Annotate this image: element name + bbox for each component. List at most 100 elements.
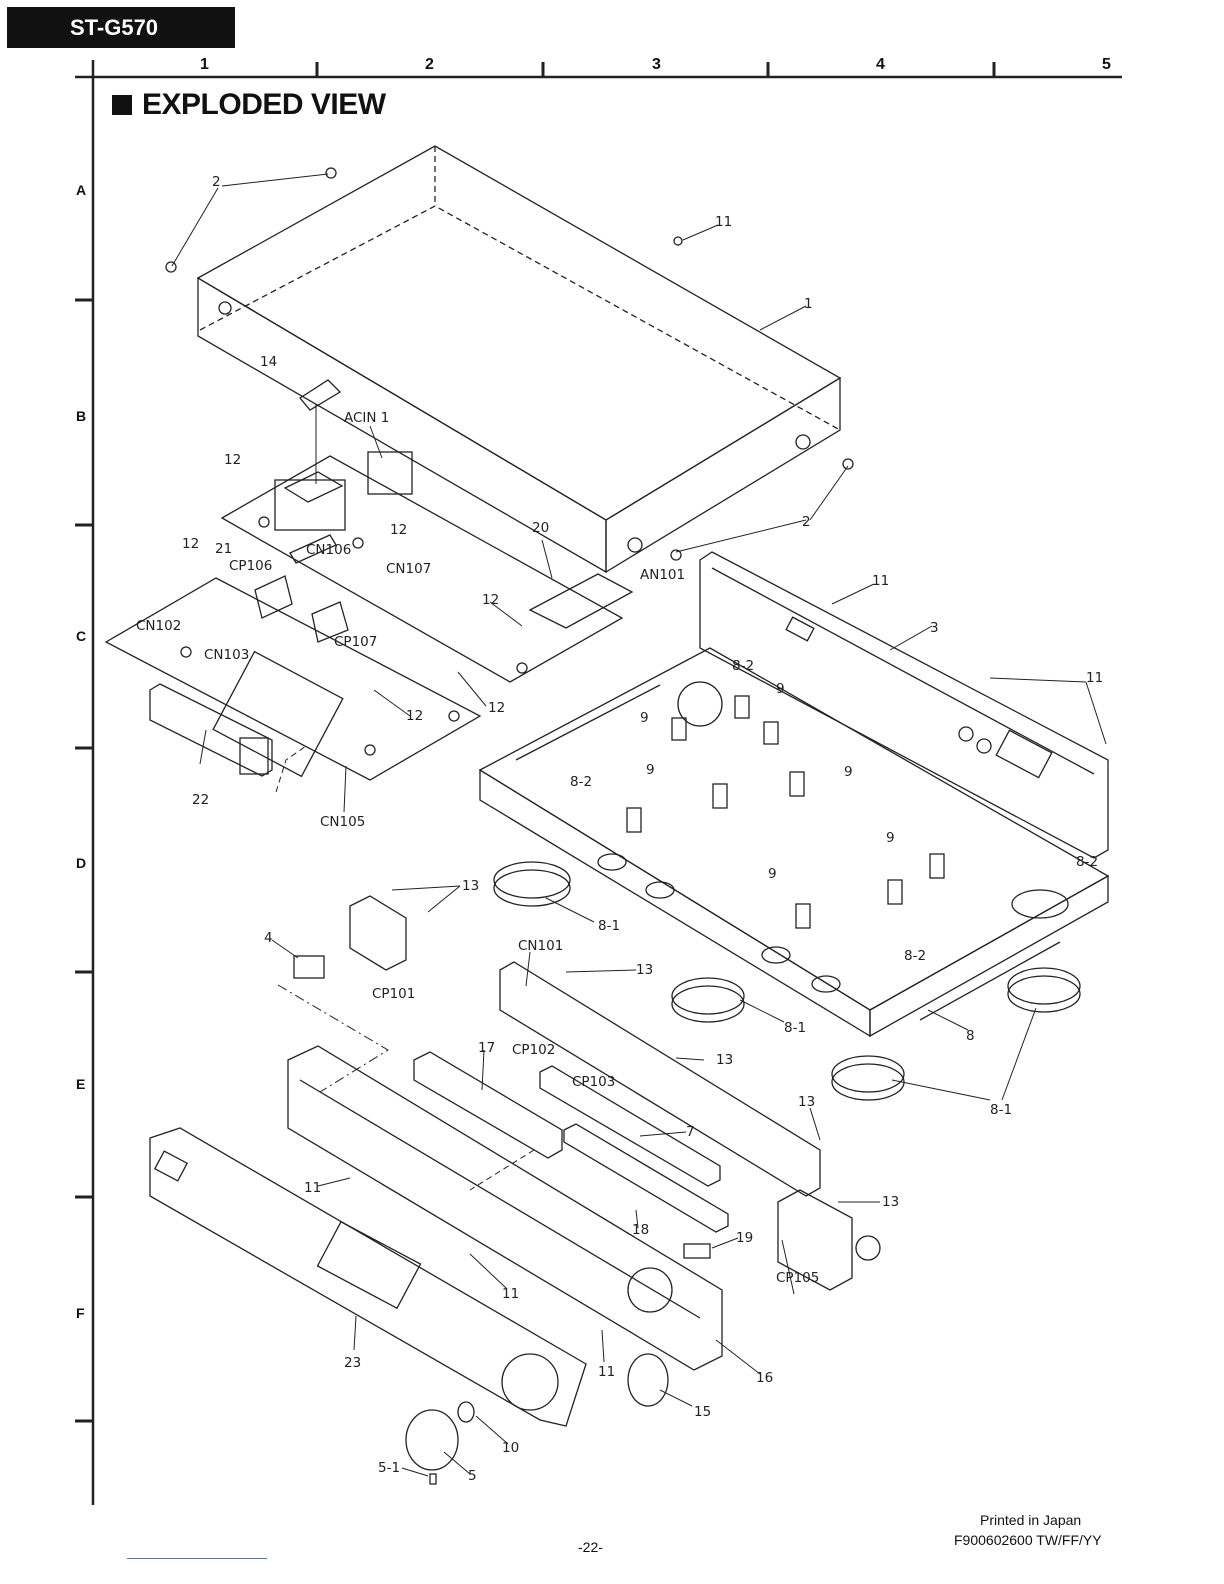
section-title: EXPLODED VIEW <box>112 88 386 122</box>
label-cp102: CP102 <box>512 1042 555 1058</box>
label-part-8-2: 8-2 <box>732 658 754 674</box>
volume-knob <box>405 1353 669 1485</box>
label-cn105: CN105 <box>320 814 365 830</box>
front-panel <box>149 1127 587 1427</box>
label-part-20: 20 <box>532 520 549 536</box>
cover-screws <box>165 167 854 561</box>
document-code: F900602600 TW/FF/YY <box>954 1532 1102 1548</box>
model-badge: ST-G570 <box>7 7 235 48</box>
label-part-23: 23 <box>344 1355 361 1371</box>
label-part-11: 11 <box>715 214 732 230</box>
label-part-13: 13 <box>636 962 653 978</box>
main-board <box>104 534 482 781</box>
label-part-13: 13 <box>798 1094 815 1110</box>
label-part-11: 11 <box>502 1286 519 1302</box>
rear-panel <box>699 551 1109 859</box>
grid-frame <box>75 60 1122 1505</box>
label-part-12: 12 <box>482 592 499 608</box>
label-part-8-1: 8-1 <box>598 918 620 934</box>
grid-row-f: F <box>76 1305 85 1321</box>
label-part-15: 15 <box>694 1404 711 1420</box>
label-part-10: 10 <box>502 1440 519 1456</box>
label-part-8-2: 8-2 <box>1076 854 1098 870</box>
label-cp107: CP107 <box>334 634 377 650</box>
standoff-posts <box>626 695 945 929</box>
label-part-11: 11 <box>304 1180 321 1196</box>
grid-row-c: C <box>76 628 87 644</box>
label-part-8-2: 8-2 <box>570 774 592 790</box>
label-part-13: 13 <box>716 1052 733 1068</box>
label-cn106: CN106 <box>306 542 351 558</box>
grid-row-b: B <box>76 408 87 424</box>
label-part-11: 11 <box>1086 670 1103 686</box>
label-part-5-1: 5-1 <box>378 1460 400 1476</box>
small-boards <box>293 895 881 1291</box>
label-part-12: 12 <box>406 708 423 724</box>
label-part-12: 12 <box>488 700 505 716</box>
label-part-8-1: 8-1 <box>990 1102 1012 1118</box>
label-part-16: 16 <box>756 1370 773 1386</box>
label-part-7: 7 <box>686 1124 695 1140</box>
grid-column-2: 2 <box>425 56 434 73</box>
label-part-22: 22 <box>192 792 209 808</box>
label-part-2: 2 <box>212 174 221 190</box>
chassis <box>478 647 1110 1038</box>
label-cp103: CP103 <box>572 1074 615 1090</box>
label-part-21: 21 <box>215 541 232 557</box>
label-part-9: 9 <box>776 681 785 697</box>
grid-column-5: 5 <box>1102 56 1111 73</box>
label-cp105: CP105 <box>776 1270 819 1286</box>
label-cn107: CN107 <box>386 561 431 577</box>
grid-column-4: 4 <box>876 56 885 73</box>
label-part-8-1: 8-1 <box>784 1020 806 1036</box>
footer-link-rule <box>127 1558 267 1559</box>
label-part-9: 9 <box>886 830 895 846</box>
label-part-13: 13 <box>462 878 479 894</box>
label-part-17: 17 <box>478 1040 495 1056</box>
label-part-14: 14 <box>260 354 277 370</box>
label-cn102: CN102 <box>136 618 181 634</box>
leader-lines <box>171 173 1107 1477</box>
label-part-9: 9 <box>640 710 649 726</box>
label-part-2: 2 <box>802 514 811 530</box>
label-cn101: CN101 <box>518 938 563 954</box>
front-frame <box>287 1045 723 1371</box>
bracket-22 <box>149 683 273 777</box>
section-title-text: EXPLODED VIEW <box>142 88 386 121</box>
grid-column-1: 1 <box>200 56 209 73</box>
label-part-12: 12 <box>182 536 199 552</box>
label-part-8-2: 8-2 <box>904 948 926 964</box>
grid-column-3: 3 <box>652 56 661 73</box>
label-cn103: CN103 <box>204 647 249 663</box>
label-part-5: 5 <box>468 1468 477 1484</box>
label-part-9: 9 <box>768 866 777 882</box>
top-cover <box>196 145 842 574</box>
power-board <box>220 379 634 683</box>
label-cp106: CP106 <box>229 558 272 574</box>
label-part-11: 11 <box>872 573 889 589</box>
label-cp101: CP101 <box>372 986 415 1002</box>
grid-row-d: D <box>76 855 87 871</box>
grid-row-a: A <box>76 182 87 198</box>
label-part-3: 3 <box>930 620 939 636</box>
label-part-9: 9 <box>844 764 853 780</box>
page-number: -22- <box>578 1539 603 1555</box>
label-part-12: 12 <box>390 522 407 538</box>
label-part-12: 12 <box>224 452 241 468</box>
label-part-13: 13 <box>882 1194 899 1210</box>
light-bar <box>563 1123 729 1259</box>
label-part-11: 11 <box>598 1364 615 1380</box>
label-part-1: 1 <box>804 296 813 312</box>
label-part-8: 8 <box>966 1028 975 1044</box>
feet <box>493 861 1081 1101</box>
label-part-18: 18 <box>632 1222 649 1238</box>
square-bullet-icon <box>112 95 132 115</box>
printed-in-note: Printed in Japan <box>980 1512 1082 1528</box>
grid-row-e: E <box>76 1076 86 1092</box>
label-acin1: ACIN 1 <box>344 410 389 426</box>
label-part-9: 9 <box>646 762 655 778</box>
label-an101: AN101 <box>640 567 685 583</box>
label-part-4: 4 <box>264 930 273 946</box>
label-part-19: 19 <box>736 1230 753 1246</box>
